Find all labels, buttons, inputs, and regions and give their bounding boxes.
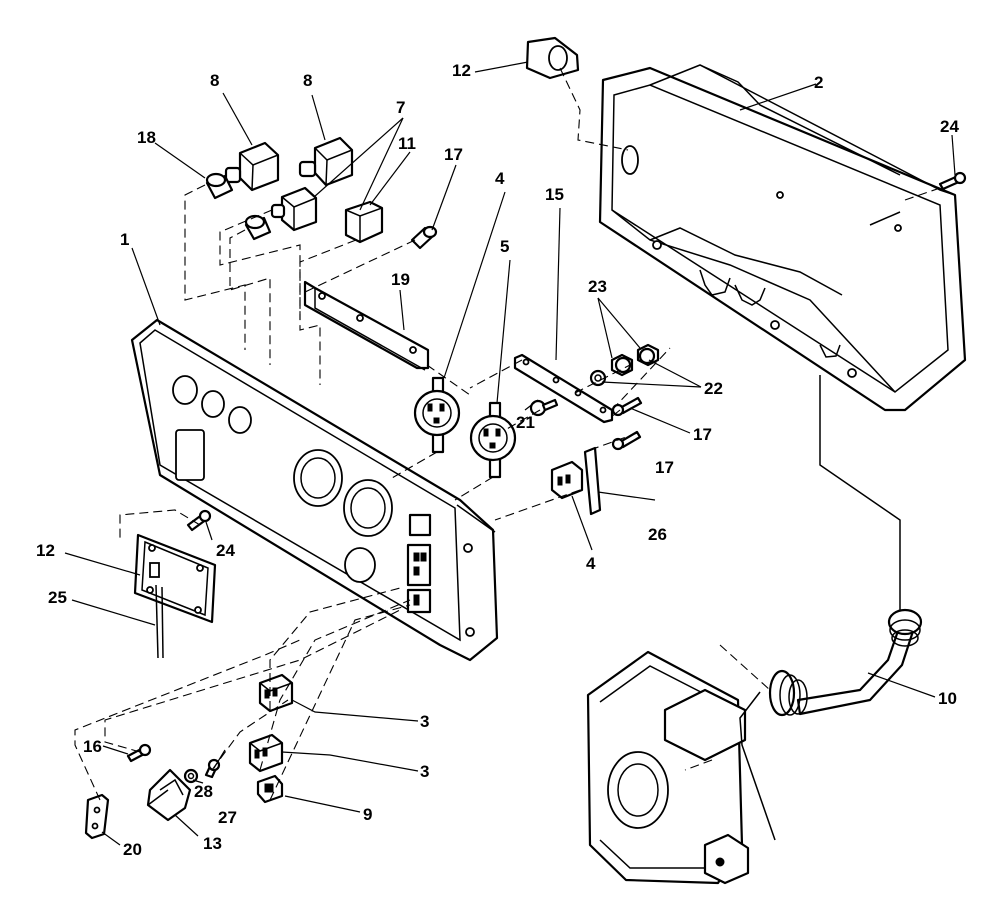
callout-18: 18 xyxy=(137,128,156,147)
callout-26: 26 xyxy=(648,525,667,544)
callout-labels: 8 8 7 18 11 17 4 15 1 5 19 12 2 24 23 22… xyxy=(36,61,959,859)
part-5-receptacle xyxy=(413,376,461,454)
part-16-screw xyxy=(126,743,152,763)
callout-19: 19 xyxy=(391,270,410,289)
callout-3-lower: 3 xyxy=(420,762,429,781)
part-26-plate xyxy=(583,446,602,516)
part-8-breaker-left xyxy=(224,141,280,192)
callout-1: 1 xyxy=(120,230,129,249)
callout-10: 10 xyxy=(938,689,957,708)
part-15-bus-bar xyxy=(513,353,614,424)
callout-21: 21 xyxy=(516,413,535,432)
callout-17-mid: 17 xyxy=(693,425,712,444)
callout-8-left: 8 xyxy=(210,71,219,90)
part-6-receptacle xyxy=(469,401,517,479)
part-18-boot-lower xyxy=(244,214,272,241)
callout-12: 12 xyxy=(36,541,55,560)
part-9-switch xyxy=(256,774,284,804)
part-8-breaker-right xyxy=(298,136,354,187)
callout-11: 11 xyxy=(398,134,416,153)
callout-7: 7 xyxy=(396,98,405,117)
part-24-screw-left xyxy=(186,509,212,532)
part-2-housing xyxy=(598,64,967,412)
callout-20: 20 xyxy=(123,840,142,859)
end-cover xyxy=(586,650,750,885)
callout-25: 25 xyxy=(48,588,67,607)
part-3-receptacle-lower xyxy=(248,733,284,773)
callout-3-upper: 3 xyxy=(420,712,429,731)
part-17-screw-top xyxy=(410,225,438,250)
callout-4: 4 xyxy=(586,554,596,573)
part-3-receptacle-upper xyxy=(258,673,294,713)
callout-14: 12 xyxy=(452,61,471,80)
part-22-washers xyxy=(589,347,656,387)
leader-lines xyxy=(64,61,956,846)
part-17-screw-lower xyxy=(611,430,642,451)
part-28-washer xyxy=(183,768,199,784)
callout-8-right: 8 xyxy=(303,71,312,90)
part-13-bracket xyxy=(146,768,192,822)
callout-28: 28 xyxy=(194,782,213,801)
part-25-wire xyxy=(155,584,164,659)
part-17-screw-mid xyxy=(611,396,643,417)
part-18-boot xyxy=(205,172,234,200)
part-20-bracket xyxy=(84,793,110,840)
callout-9: 9 xyxy=(363,805,372,824)
part-19-bracket xyxy=(303,280,430,371)
part-1-control-panel xyxy=(130,318,499,662)
callout-17-low: 17 xyxy=(655,458,674,477)
callout-24-left: 24 xyxy=(216,541,235,560)
part-7-breaker xyxy=(270,186,318,232)
part-4-receptacle xyxy=(550,460,584,500)
part-11-switch xyxy=(344,200,384,244)
assembly-guide-lines xyxy=(74,67,941,841)
part-14-grommet xyxy=(525,36,580,80)
callout-27: 27 xyxy=(218,808,237,827)
callout-13: 13 xyxy=(203,834,222,853)
callout-17-top: 17 xyxy=(444,145,463,164)
callout-6: 5 xyxy=(500,237,509,256)
part-10-cable xyxy=(768,608,923,717)
part-12-plate xyxy=(133,533,217,624)
callout-2: 2 xyxy=(814,73,823,92)
callout-22: 22 xyxy=(704,379,723,398)
callout-5: 4 xyxy=(495,169,505,188)
callout-24-right: 24 xyxy=(940,117,959,136)
callout-15: 15 xyxy=(545,185,564,204)
callout-16: 16 xyxy=(83,737,102,756)
part-21-screw xyxy=(529,398,559,417)
callout-23: 23 xyxy=(588,277,607,296)
part-24-screw-right xyxy=(938,171,967,191)
